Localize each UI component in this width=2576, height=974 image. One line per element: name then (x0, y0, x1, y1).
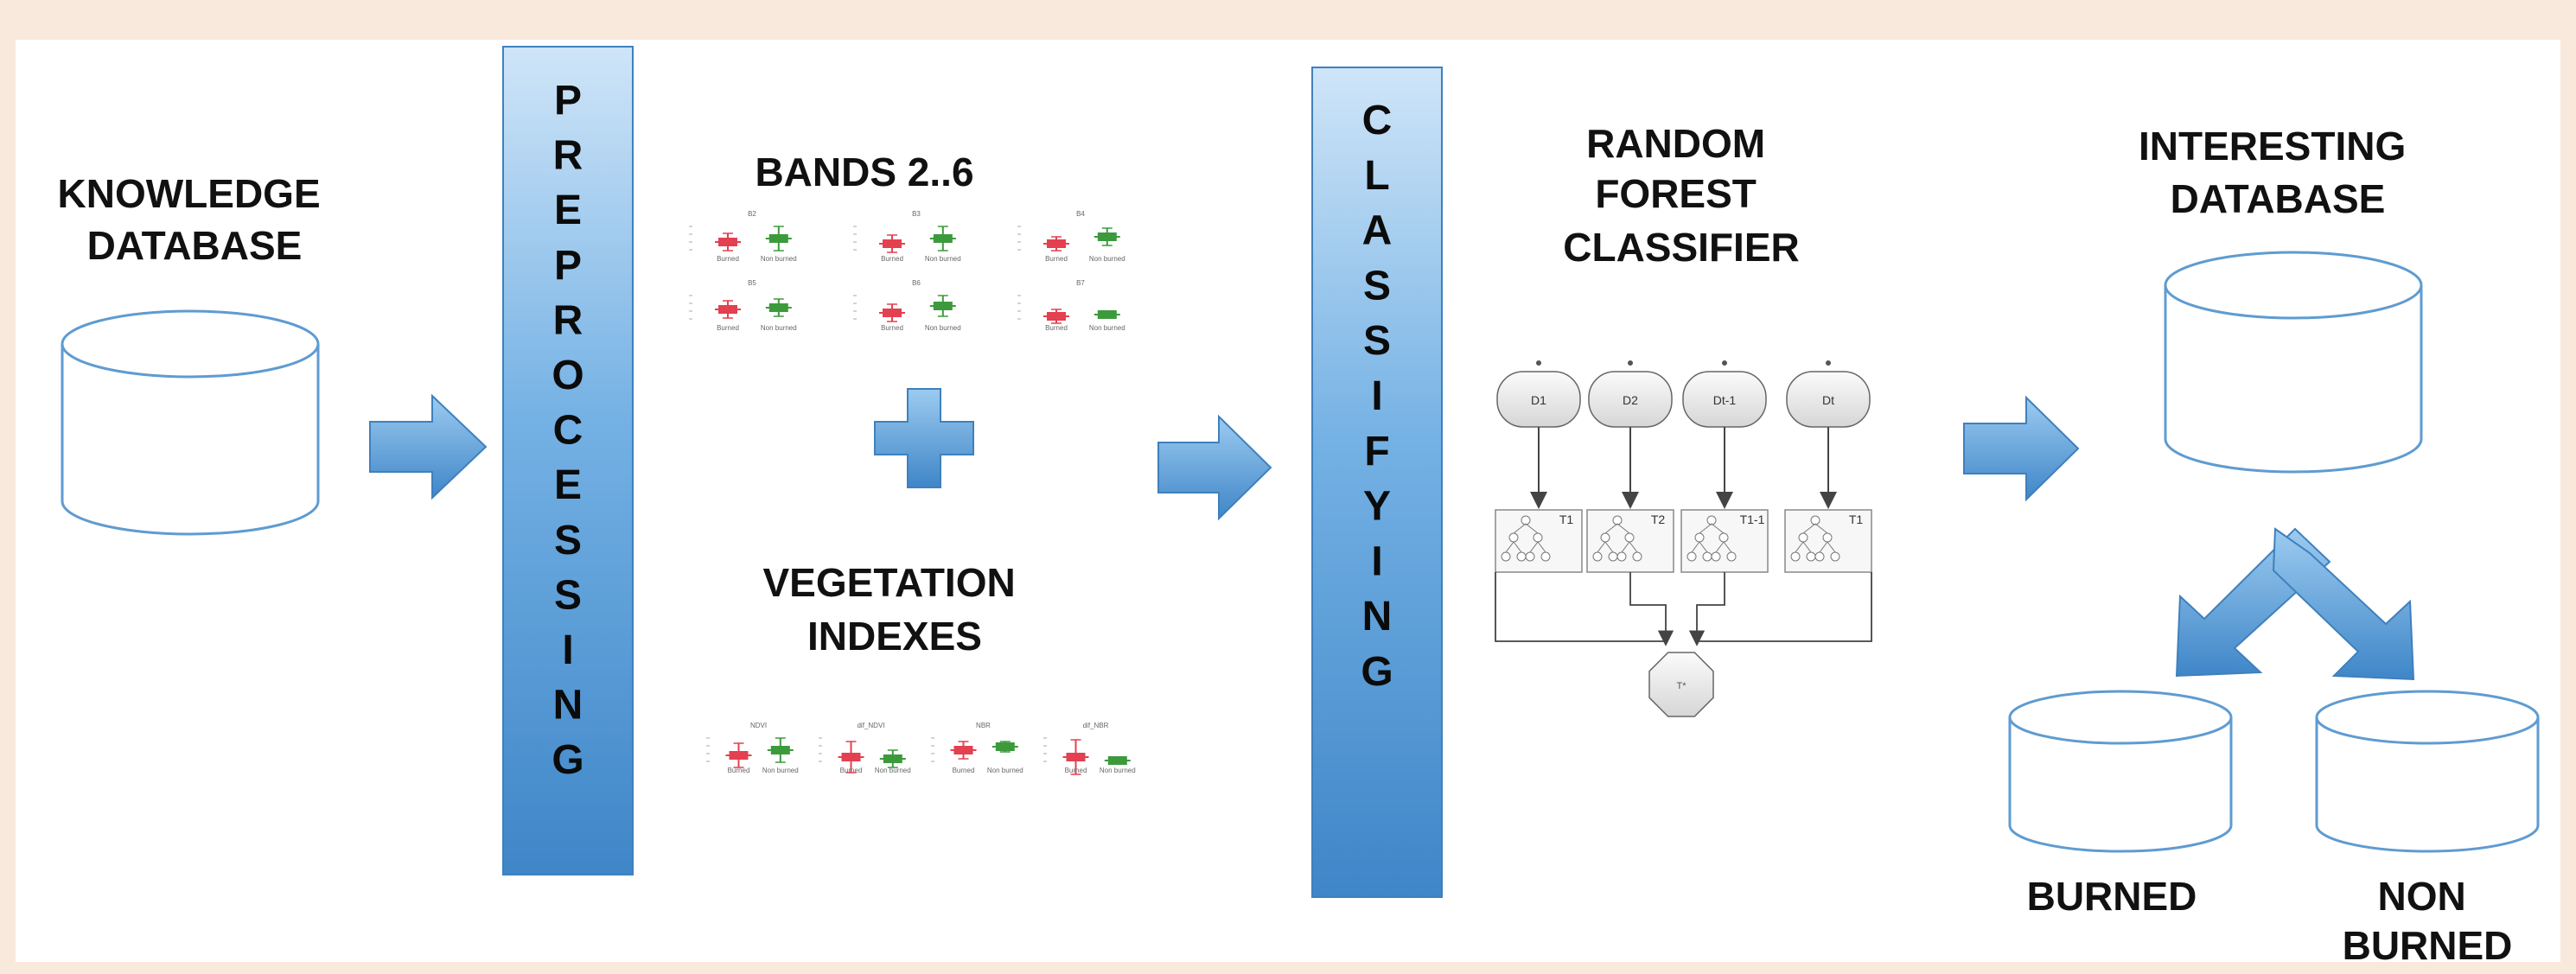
preprocessing-letter: R (553, 133, 583, 179)
boxplot-category-label: Burned (728, 767, 750, 774)
vegetation-index-boxplots: NDVI Burned Non burned dif_NDVI Burned Non bu… (706, 722, 1136, 775)
non-burned-database-icon (2315, 690, 2540, 853)
interesting-database-icon (2164, 251, 2423, 474)
boxplot-title: B6 (912, 279, 921, 287)
boxplot-category-label: Non burned (925, 255, 961, 263)
tree-label: T1 (1849, 512, 1864, 526)
boxplot-category-label: Burned (1065, 767, 1087, 774)
preprocessing-letter: E (554, 462, 582, 508)
boxplot-category-label: Non burned (761, 324, 797, 332)
classifying-letter: C (1362, 98, 1393, 143)
random-forest-title: RANDOM FOREST CLASSIFIER (1563, 121, 1799, 270)
tree-label: T1 (1559, 512, 1574, 526)
boxplot-category-label: Burned (1045, 324, 1068, 332)
boxplot-category-label: Burned (881, 324, 903, 332)
dataset-node-label: D1 (1531, 393, 1546, 407)
boxplot-category-label: Non burned (987, 767, 1023, 774)
boxplot-title: B4 (1076, 210, 1085, 218)
output-node (1648, 652, 1714, 717)
preprocessing-letter: R (553, 297, 583, 343)
bands-title: BANDS 2..6 (755, 150, 973, 194)
classifying-letter: I (1371, 538, 1382, 584)
preprocessing-letter: S (554, 518, 582, 563)
classifying-letter: S (1363, 318, 1391, 364)
boxplot-title: B3 (912, 210, 921, 218)
boxplot-category-label: Non burned (875, 767, 911, 774)
right-arrow-icon (369, 393, 488, 500)
boxplot-category-label: Non burned (925, 324, 961, 332)
burned-label: BURNED (2027, 874, 2197, 919)
boxplot-category-label: Burned (717, 324, 739, 332)
interesting-database-title: INTERESTING DATABASE (2139, 124, 2417, 221)
boxplot-category-label: Non burned (1100, 767, 1136, 774)
boxplot-category-label: Burned (840, 767, 863, 774)
classifying-letter: G (1361, 649, 1393, 695)
classifying-letter: L (1364, 153, 1389, 199)
classifying-letter: I (1371, 373, 1382, 419)
classifying-letter: Y (1363, 484, 1391, 530)
preprocessing-letter: O (552, 353, 583, 398)
burned-database-icon (2008, 690, 2233, 853)
classifying-letter: A (1362, 208, 1393, 254)
boxplot-category-label: Non burned (762, 767, 799, 774)
knowledge-database-icon (61, 309, 320, 536)
preprocessing-letter: E (554, 188, 582, 233)
classifying-letter: S (1363, 263, 1391, 309)
boxplot-category-label: Non burned (1089, 255, 1125, 263)
boxplot-category-label: Non burned (1089, 324, 1125, 332)
boxplot-category-label: Burned (953, 767, 975, 774)
split-arrow-icon (2175, 527, 2415, 681)
non-burned-label: NON BURNED (2343, 874, 2513, 968)
boxplot-title: NDVI (750, 722, 767, 729)
tree-label: T1-1 (1740, 512, 1765, 526)
output-node-label: T* (1677, 681, 1687, 691)
boxplot-title: B5 (748, 279, 756, 287)
classifying-bar (1311, 67, 1443, 898)
vegetation-indexes-title: VEGETATION INDEXES (763, 560, 1027, 659)
boxplot-title: dif_NBR (1083, 722, 1109, 729)
classifying-letter: F (1364, 429, 1389, 474)
boxplot-title: NBR (976, 722, 991, 729)
right-arrow-icon (1963, 395, 2080, 502)
preprocessing-bar (502, 46, 634, 875)
preprocessing-letter: S (554, 572, 582, 618)
right-arrow-icon (1157, 414, 1272, 521)
preprocessing-letter: G (552, 737, 583, 783)
classifying-letter: N (1362, 594, 1393, 640)
dataset-node-label: Dt (1822, 393, 1834, 407)
boxplot-title: B2 (748, 210, 756, 218)
dataset-node-label: Dt-1 (1713, 393, 1737, 407)
boxplot-title: B7 (1076, 279, 1085, 287)
preprocessing-letter: C (553, 408, 583, 454)
boxplot-category-label: Non burned (761, 255, 797, 263)
boxplot-category-label: Burned (881, 255, 903, 263)
boxplot-category-label: Burned (1045, 255, 1068, 263)
boxplot-category-label: Burned (717, 255, 739, 263)
plus-icon (874, 388, 974, 488)
boxplot-title: dif_NDVI (857, 722, 884, 729)
tree-label: T2 (1651, 512, 1666, 526)
dataset-node-label: D2 (1623, 393, 1638, 407)
knowledge-database-title: KNOWLEDGE DATABASE (58, 171, 332, 268)
preprocessing-letter: P (554, 78, 582, 124)
preprocessing-letter: I (562, 627, 573, 673)
preprocessing-letter: P (554, 243, 582, 289)
preprocessing-letter: N (553, 683, 583, 729)
